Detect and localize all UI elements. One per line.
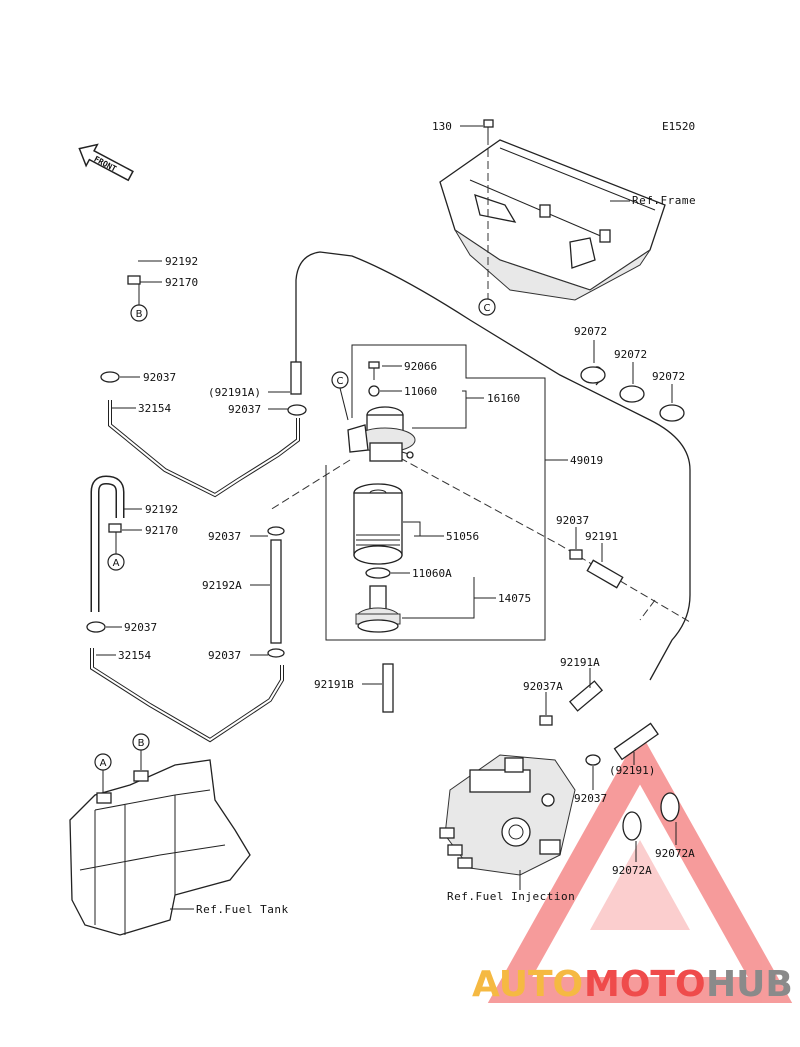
- part-51056: 51056: [446, 530, 479, 543]
- clamp-92037-pump: [585, 754, 601, 766]
- filter-cartridge-51056: [353, 483, 403, 565]
- frame-assembly: [439, 137, 666, 301]
- fuel-injection-pump: [439, 754, 576, 876]
- screw-92066: [368, 361, 380, 380]
- part-92191b: 92191B: [314, 678, 354, 691]
- part-92037-lower: 92037: [124, 621, 157, 634]
- svg-text:C: C: [337, 376, 344, 387]
- fuel-line-49019: [295, 251, 691, 681]
- clamp-92072-c: [659, 404, 685, 422]
- watermark-hub: HUB: [706, 964, 793, 1005]
- part-16160: 16160: [487, 392, 520, 405]
- clamp-92037-hose-bottom: [267, 648, 285, 658]
- part-92037-pump: 92037: [574, 792, 607, 805]
- svg-text:B: B: [136, 309, 143, 320]
- hose-92192a: [270, 539, 282, 644]
- part-92191: 92191: [585, 530, 618, 543]
- bolt-130: [460, 119, 494, 140]
- part-92170-upper: 92170: [165, 276, 198, 289]
- part-92072-c: 92072: [652, 370, 685, 383]
- svg-text:C: C: [484, 303, 491, 314]
- callout-c-frame: [478, 298, 496, 316]
- part-92037-midleft: 92037: [228, 403, 261, 416]
- filter-assembly-bracket: [325, 344, 546, 641]
- part-92192-lower: 92192: [145, 503, 178, 516]
- part-92072-a: 92072: [574, 325, 607, 338]
- part-92072a-b: 92072A: [612, 864, 652, 877]
- hose-92191b: [382, 663, 394, 713]
- svg-text:A: A: [100, 758, 107, 769]
- part-14075: 14075: [498, 592, 531, 605]
- part-130: 130: [432, 120, 452, 133]
- part-92037-hose-top: 92037: [208, 530, 241, 543]
- part-92066: 92066: [404, 360, 437, 373]
- part-11060: 11060: [404, 385, 437, 398]
- pipe-32154-upper: [108, 400, 300, 498]
- clip-92170-upper: [127, 275, 141, 285]
- clip-92170-lower: [108, 523, 122, 533]
- part-92192a: 92192A: [202, 579, 242, 592]
- clamp-92072a-a: [660, 792, 680, 822]
- bowl-14075: [355, 585, 401, 633]
- part-92037-hose-bottom: 92037: [208, 649, 241, 662]
- diagram-code: E1520: [662, 120, 695, 133]
- clamp-92037-right: [569, 549, 583, 560]
- callout-b-top: [130, 304, 148, 322]
- clamp-92037-upper: [100, 371, 120, 383]
- callout-a-top: [107, 553, 125, 571]
- clamp-92037a: [539, 715, 553, 726]
- hose-92191a-top: [290, 361, 302, 395]
- clamp-92037-hose-top: [267, 526, 285, 536]
- part-92191-paren: (92191): [609, 764, 655, 777]
- hose-92191-paren: [613, 722, 659, 761]
- hose-92192-upper: [105, 228, 138, 360]
- filter-head-16160: [347, 406, 416, 462]
- clamp-92072a-b: [622, 811, 642, 841]
- hose-92191a: [568, 680, 604, 712]
- washer-11060: [368, 385, 380, 397]
- ref-fuel-injection: Ref.Fuel Injection: [447, 890, 575, 903]
- fuel-tank: [69, 759, 251, 936]
- watermark-auto: AUTO: [472, 964, 583, 1005]
- part-32154-upper: 32154: [138, 402, 171, 415]
- part-92072a-a: 92072A: [655, 847, 695, 860]
- clamp-92072-b: [619, 385, 645, 403]
- part-92191a-paren: (92191A): [208, 386, 261, 399]
- part-32154-lower: 32154: [118, 649, 151, 662]
- part-92191a: 92191A: [560, 656, 600, 669]
- clamp-92072-a: [580, 366, 606, 386]
- clamp-92037-lower: [86, 621, 106, 633]
- watermark-logo: AUTO MOTO HUB: [472, 964, 793, 1005]
- svg-text:A: A: [113, 558, 120, 569]
- part-92072-b: 92072: [614, 348, 647, 361]
- part-11060a: 11060A: [412, 567, 452, 580]
- part-92037-right: 92037: [556, 514, 589, 527]
- watermark-logo-triangle: [487, 731, 793, 1003]
- hose-92191: [586, 559, 624, 589]
- watermark-moto: MOTO: [584, 964, 706, 1005]
- svg-text:B: B: [138, 738, 145, 749]
- part-92037-upper: 92037: [143, 371, 176, 384]
- part-92192-upper: 92192: [165, 255, 198, 268]
- ref-frame: Ref.Frame: [632, 194, 696, 207]
- ref-fuel-tank: Ref.Fuel Tank: [196, 903, 289, 916]
- hose-92192-lower: [90, 475, 125, 612]
- part-92037a: 92037A: [523, 680, 563, 693]
- pipe-32154-lower: [90, 648, 284, 743]
- oring-11060a: [365, 567, 391, 579]
- part-49019: 49019: [570, 454, 603, 467]
- part-92170-lower: 92170: [145, 524, 178, 537]
- front-arrow-icon: FRONT: [78, 143, 134, 182]
- clamp-92037-midleft: [287, 404, 307, 416]
